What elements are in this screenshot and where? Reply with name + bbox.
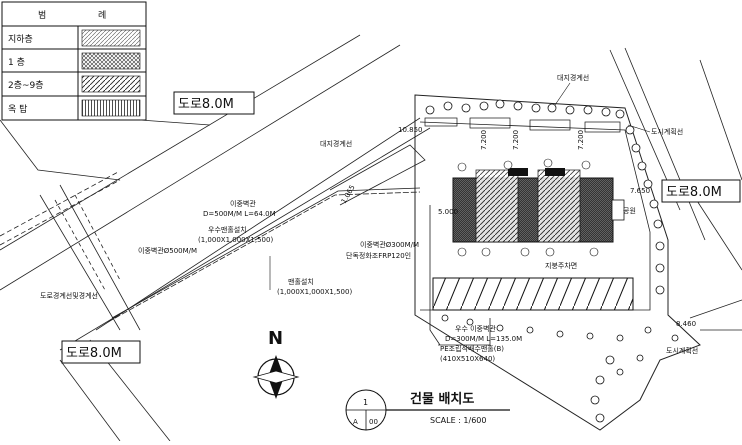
label-right-structure: 공원 — [623, 206, 636, 215]
legend-swatch-rooftop — [81, 99, 141, 117]
label-manhole-b: (1,000X1,000X1,500) — [277, 288, 352, 296]
label-rain-pipe-a: 우수 이중벽관 — [455, 324, 496, 333]
title-sheet-a: A — [353, 418, 358, 426]
label-city-plan-top: 도시계획선 — [651, 127, 683, 136]
label-drain-pipe-2: 이중벽관Ø500M/M — [138, 246, 197, 255]
road-label-bottom-left: 도로8.0M — [61, 340, 141, 364]
title-text: 건물 배치도 — [410, 391, 474, 407]
label-drain-pipe-1b: D=500M/M L=64.0M — [203, 210, 276, 218]
label-pe-box-a: PE조립식배수맨홀(B) — [440, 344, 504, 353]
title-scale: SCALE : 1/600 — [430, 416, 486, 425]
legend-swatch-basement — [81, 29, 141, 47]
road-label-top-left: 도로8.0M — [173, 91, 255, 115]
legend-swatch-floor1 — [81, 52, 141, 70]
title-block: 1 A 00 건물 배치도 SCALE : 1/600 — [345, 389, 510, 431]
svg-text:도로8.0M: 도로8.0M — [66, 346, 122, 361]
label-drain-pipe-1a: 이중벽관 — [230, 199, 256, 208]
label-road-boundary: 도로경계선및경계선 — [40, 291, 98, 300]
grid-markers — [457, 158, 599, 257]
north-letter: N — [268, 328, 283, 349]
legend-label-floor2-9: 2층~9층 — [8, 80, 44, 91]
label-boundary-top: 대지경계선 — [557, 73, 589, 82]
legend-label-rooftop: 옥 탑 — [8, 103, 27, 115]
label-parking: 지붕주차면 — [545, 261, 577, 270]
dim-4: 5.000 — [438, 208, 458, 216]
legend: 범 례 지하층 1 층 2층~9층 옥 탑 — [1, 1, 147, 121]
parking-area — [432, 277, 634, 311]
dim-2: 7.200 — [512, 130, 520, 150]
svg-text:도로8.0M: 도로8.0M — [666, 185, 722, 200]
label-rain-box-b: (1,000X1,000X1,500) — [198, 236, 273, 244]
label-drain-pipe-3b: 단독정화조FRP120인 — [346, 251, 411, 260]
north-arrow: N — [252, 328, 300, 399]
level-2: 7.650 — [630, 187, 650, 195]
legend-header-1: 범 — [38, 10, 46, 21]
top-structures — [424, 117, 621, 133]
legend-swatch-floor2-9 — [81, 75, 141, 93]
building — [452, 168, 625, 243]
legend-label-basement: 지하층 — [8, 34, 33, 45]
label-boundary-mid: 대지경계선 — [320, 139, 352, 148]
label-rain-pipe-b: D=300M/M L=135.0M — [445, 335, 522, 343]
label-pe-box-b: (410X510X640) — [440, 355, 495, 363]
title-sheet-num: 00 — [369, 418, 378, 426]
level-3: 8.460 — [676, 320, 696, 328]
dim-1: 7.200 — [480, 130, 488, 150]
label-manhole-a: 맨홀설치 — [288, 277, 314, 286]
dim-5: 1.065 — [340, 184, 357, 205]
label-drain-pipe-3a: 이중벽관Ø300M/M — [360, 240, 419, 249]
legend-header-2: 례 — [98, 10, 106, 21]
svg-text:도로8.0M: 도로8.0M — [178, 97, 234, 112]
legend-label-floor1: 1 층 — [8, 57, 25, 68]
label-rain-box-a: 우수맨홀설치 — [208, 225, 247, 234]
title-number: 1 — [363, 398, 368, 407]
dim-3: 7.200 — [577, 130, 585, 150]
label-city-plan-bottom: 도시계획선 — [666, 346, 698, 355]
road-label-right: 도로8.0M — [661, 179, 741, 203]
trees — [425, 99, 679, 423]
level-1: 10.850 — [398, 126, 423, 134]
